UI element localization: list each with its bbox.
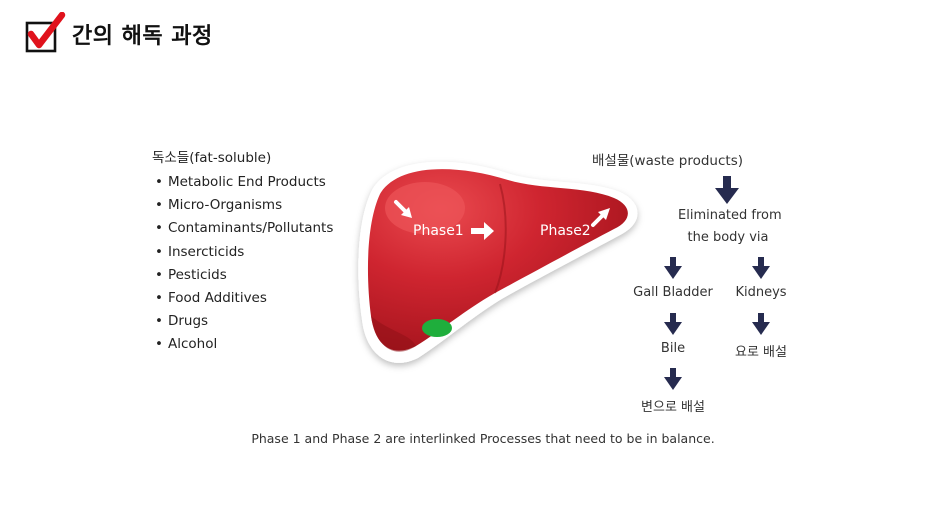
eliminated-line2: the body via [687,230,769,245]
toxin-item: Alcohol [155,333,333,356]
urine-excretion-label: 요로 배설 [735,345,787,360]
down-arrow-icon [664,313,682,335]
eliminated-line1: Eliminated from [678,208,782,223]
gall-bladder-label: Gall Bladder [633,285,713,300]
down-arrow-icon [752,313,770,335]
down-arrow-icon [664,368,682,390]
toxin-list: Metabolic End Products Micro-Organisms C… [152,171,333,357]
kidneys-label: Kidneys [735,285,787,300]
phase1-label: Phase1 [413,223,464,239]
slide-header: 간의 해독 과정 [24,12,213,56]
toxin-item: Pesticids [155,264,333,287]
waste-heading: 배설물(waste products) [592,153,743,169]
toxin-item: Contaminants/Pollutants [155,217,333,240]
toxin-item: Insercticids [155,241,333,264]
liver-icon [358,161,638,363]
page-title: 간의 해독 과정 [72,24,213,49]
bottom-caption: Phase 1 and Phase 2 are interlinked Proc… [251,431,715,446]
down-arrow-icon [752,257,770,279]
phase2-label: Phase2 [540,223,591,239]
fecal-excretion-label: 변으로 배설 [641,400,705,415]
liver-illustration: Phase1 Phase2 [350,150,646,380]
down-arrow-icon [664,257,682,279]
gallbladder-shape [422,319,452,337]
toxin-item: Food Additives [155,287,333,310]
toxin-item: Metabolic End Products [155,171,333,194]
checkbox-check-icon [25,12,66,53]
toxins-heading: 독소들(fat-soluble) [152,150,272,166]
down-arrow-icon [715,176,739,204]
toxins-panel: 독소들(fat-soluble) Metabolic End Products … [152,146,333,357]
toxin-item: Micro-Organisms [155,194,333,217]
toxin-item: Drugs [155,310,333,333]
bile-label: Bile [660,341,686,356]
